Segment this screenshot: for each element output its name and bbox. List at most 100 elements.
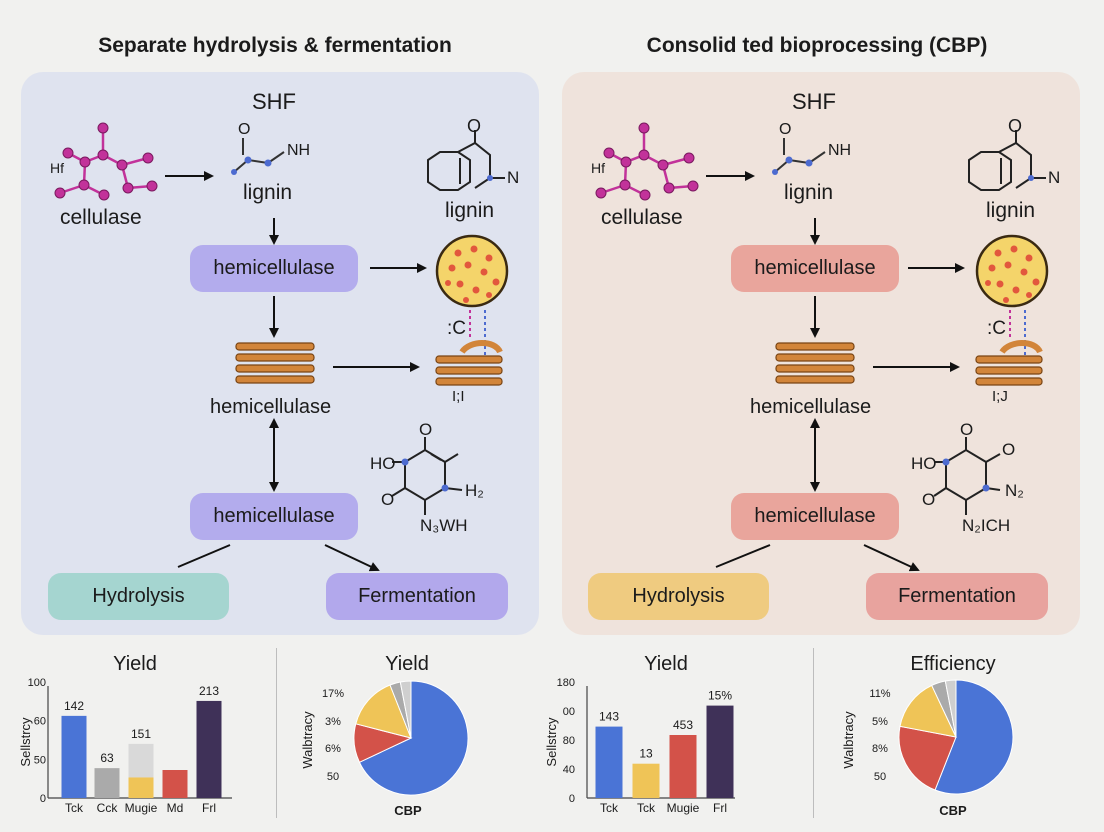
- chart-3-data-label: 453: [673, 718, 693, 732]
- chart-4-title: Efficiency: [910, 653, 995, 675]
- chart-2-ytick: 50: [327, 771, 339, 783]
- fiber-stack-icon: [235, 342, 315, 384]
- right-panel-title: SHF: [792, 89, 836, 114]
- chart-1-data-label: 142: [64, 699, 84, 713]
- chart-2-title: Yield: [385, 653, 429, 675]
- right-ring-n-label: N: [1048, 168, 1061, 187]
- chart-1-bar: [196, 700, 222, 798]
- right-c-label: :C: [987, 318, 1006, 339]
- right-hydrolysis-stage: Hydrolysis: [588, 573, 769, 620]
- chart-4-pie-slice: [934, 679, 1014, 795]
- chart-1-ytick: 0: [40, 793, 46, 805]
- right-lignin-label-b: lignin: [986, 199, 1036, 222]
- right-ring-o-label: O: [1008, 116, 1023, 136]
- chart-1-bar: [128, 743, 154, 778]
- chart-4-ytick: 8%: [872, 743, 888, 755]
- right-section-title: Consolid ted bioprocessing (CBP): [646, 34, 988, 57]
- chart-3-ytick: 80: [563, 735, 575, 747]
- left-ring-o-label: O: [467, 116, 482, 136]
- chart-1-bar: [94, 768, 120, 798]
- right-hex-o-left-label: O: [922, 490, 936, 509]
- left-hemicellulase-box-1: hemicellulase: [190, 245, 358, 292]
- right-hemicellulase-label: hemicellulase: [750, 396, 872, 418]
- left-drawings: [54, 122, 509, 572]
- chart-4-pie-slice: [898, 725, 957, 791]
- left-hex-o-top-label: O: [419, 420, 433, 439]
- chart-1-bar: [162, 770, 188, 798]
- chart-3-ytick: 00: [563, 706, 575, 718]
- chart-4-pie-slice: [899, 684, 957, 738]
- chart-3-xtick: Mugie: [667, 801, 700, 815]
- left-section-title: Separate hydrolysis & fermentation: [98, 34, 452, 57]
- chart-1-xtick: Cck: [97, 801, 119, 815]
- left-panel-title: SHF: [252, 89, 296, 114]
- ring-molecule-icon: [427, 130, 505, 191]
- chart-4-pie-slice: [944, 679, 957, 738]
- chart-2-ytick: 6%: [325, 743, 341, 755]
- chart-3-xtick: Tck: [637, 801, 656, 815]
- chart-4-ytick: 50: [874, 771, 886, 783]
- fiber-coil-icon: [435, 340, 503, 386]
- left-ho-label: HO: [370, 454, 396, 473]
- right-lignin-label-a: lignin: [784, 181, 834, 204]
- chart-1-xtick: Frl: [202, 801, 216, 815]
- cell-sphere-icon: [435, 234, 509, 308]
- right-fermentation-stage: Fermentation: [866, 573, 1048, 620]
- right-hex-o-top-label: O: [960, 420, 974, 439]
- left-nh-label: NH: [287, 142, 311, 159]
- left-c-label: :C: [447, 318, 466, 339]
- chart-4-ylabel: Walbtracy: [841, 711, 856, 769]
- chart-2-pie-slice: [355, 684, 412, 739]
- chart-4-xlabel: CBP: [939, 803, 967, 818]
- chart-2-pie-slice: [358, 680, 469, 796]
- left-hemicellulase-box-2: hemicellulase: [190, 493, 358, 540]
- chart-1-data-label: 63: [100, 751, 114, 765]
- chart-2-ytick: 3%: [325, 716, 341, 728]
- chart-2-pie-slice: [399, 680, 412, 739]
- chart-2-xlabel: CBP: [394, 803, 422, 818]
- right-ho-label: HO: [911, 454, 937, 473]
- chart-2-ylabel: Walbtracy: [300, 711, 315, 769]
- left-hf-label: Hf: [50, 160, 64, 176]
- left-h2-label: H₂: [465, 481, 484, 500]
- right-cellulase-label: cellulase: [601, 206, 683, 229]
- left-lignin-label-b: lignin: [445, 199, 495, 222]
- chart-3-title: Yield: [644, 653, 688, 675]
- left-hex-o-left-label: O: [381, 490, 395, 509]
- left-hj-label: I;I: [452, 388, 465, 405]
- chart-3-ytick: 180: [557, 677, 575, 689]
- left-o-label: O: [238, 121, 251, 138]
- chart-1-ylabel: Sellstrcy: [18, 717, 33, 767]
- chart-3-data-label: 143: [599, 710, 619, 724]
- chart-1-xtick: Mugie: [125, 801, 158, 815]
- left-lignin-label-a: lignin: [243, 181, 293, 204]
- right-hemicellulase-box-1: hemicellulase: [731, 245, 899, 292]
- chart-1-ytick: 100: [28, 677, 46, 689]
- chart-1-ytick: 60: [34, 716, 46, 728]
- chart-3-bar: [632, 763, 660, 798]
- right-o-label: O: [779, 121, 792, 138]
- left-fermentation-stage: Fermentation: [326, 573, 508, 620]
- chart-1-data-label: 213: [199, 684, 219, 698]
- chart-3-ytick: 0: [569, 793, 575, 805]
- right-hex-o-right-label: O: [1002, 440, 1016, 459]
- chart-1-title: Yield: [113, 653, 157, 675]
- chart-1-bar-segment: [128, 777, 154, 798]
- right-hemicellulase-box-2: hemicellulase: [731, 493, 899, 540]
- chart-1-data-label: 151: [131, 727, 151, 741]
- chart-3-ylabel: Sellstrcy: [544, 717, 559, 767]
- chart-3-data-label: 13: [639, 747, 653, 761]
- chart-4-ytick: 11%: [869, 688, 890, 700]
- chart-divider-right: [813, 648, 814, 818]
- chart-4-ytick: 5%: [872, 716, 888, 728]
- chart-divider-left: [276, 648, 277, 818]
- chart-1-xtick: Md: [167, 801, 184, 815]
- chart-3-ytick: 40: [563, 764, 575, 776]
- chart-3-xtick: Tck: [600, 801, 619, 815]
- left-hydrolysis-stage: Hydrolysis: [48, 573, 229, 620]
- left-nwh-label: N₃WH: [420, 516, 468, 535]
- chart-3-xtick: Frl: [713, 801, 727, 815]
- right-nich-label: N₂ICH: [962, 516, 1011, 535]
